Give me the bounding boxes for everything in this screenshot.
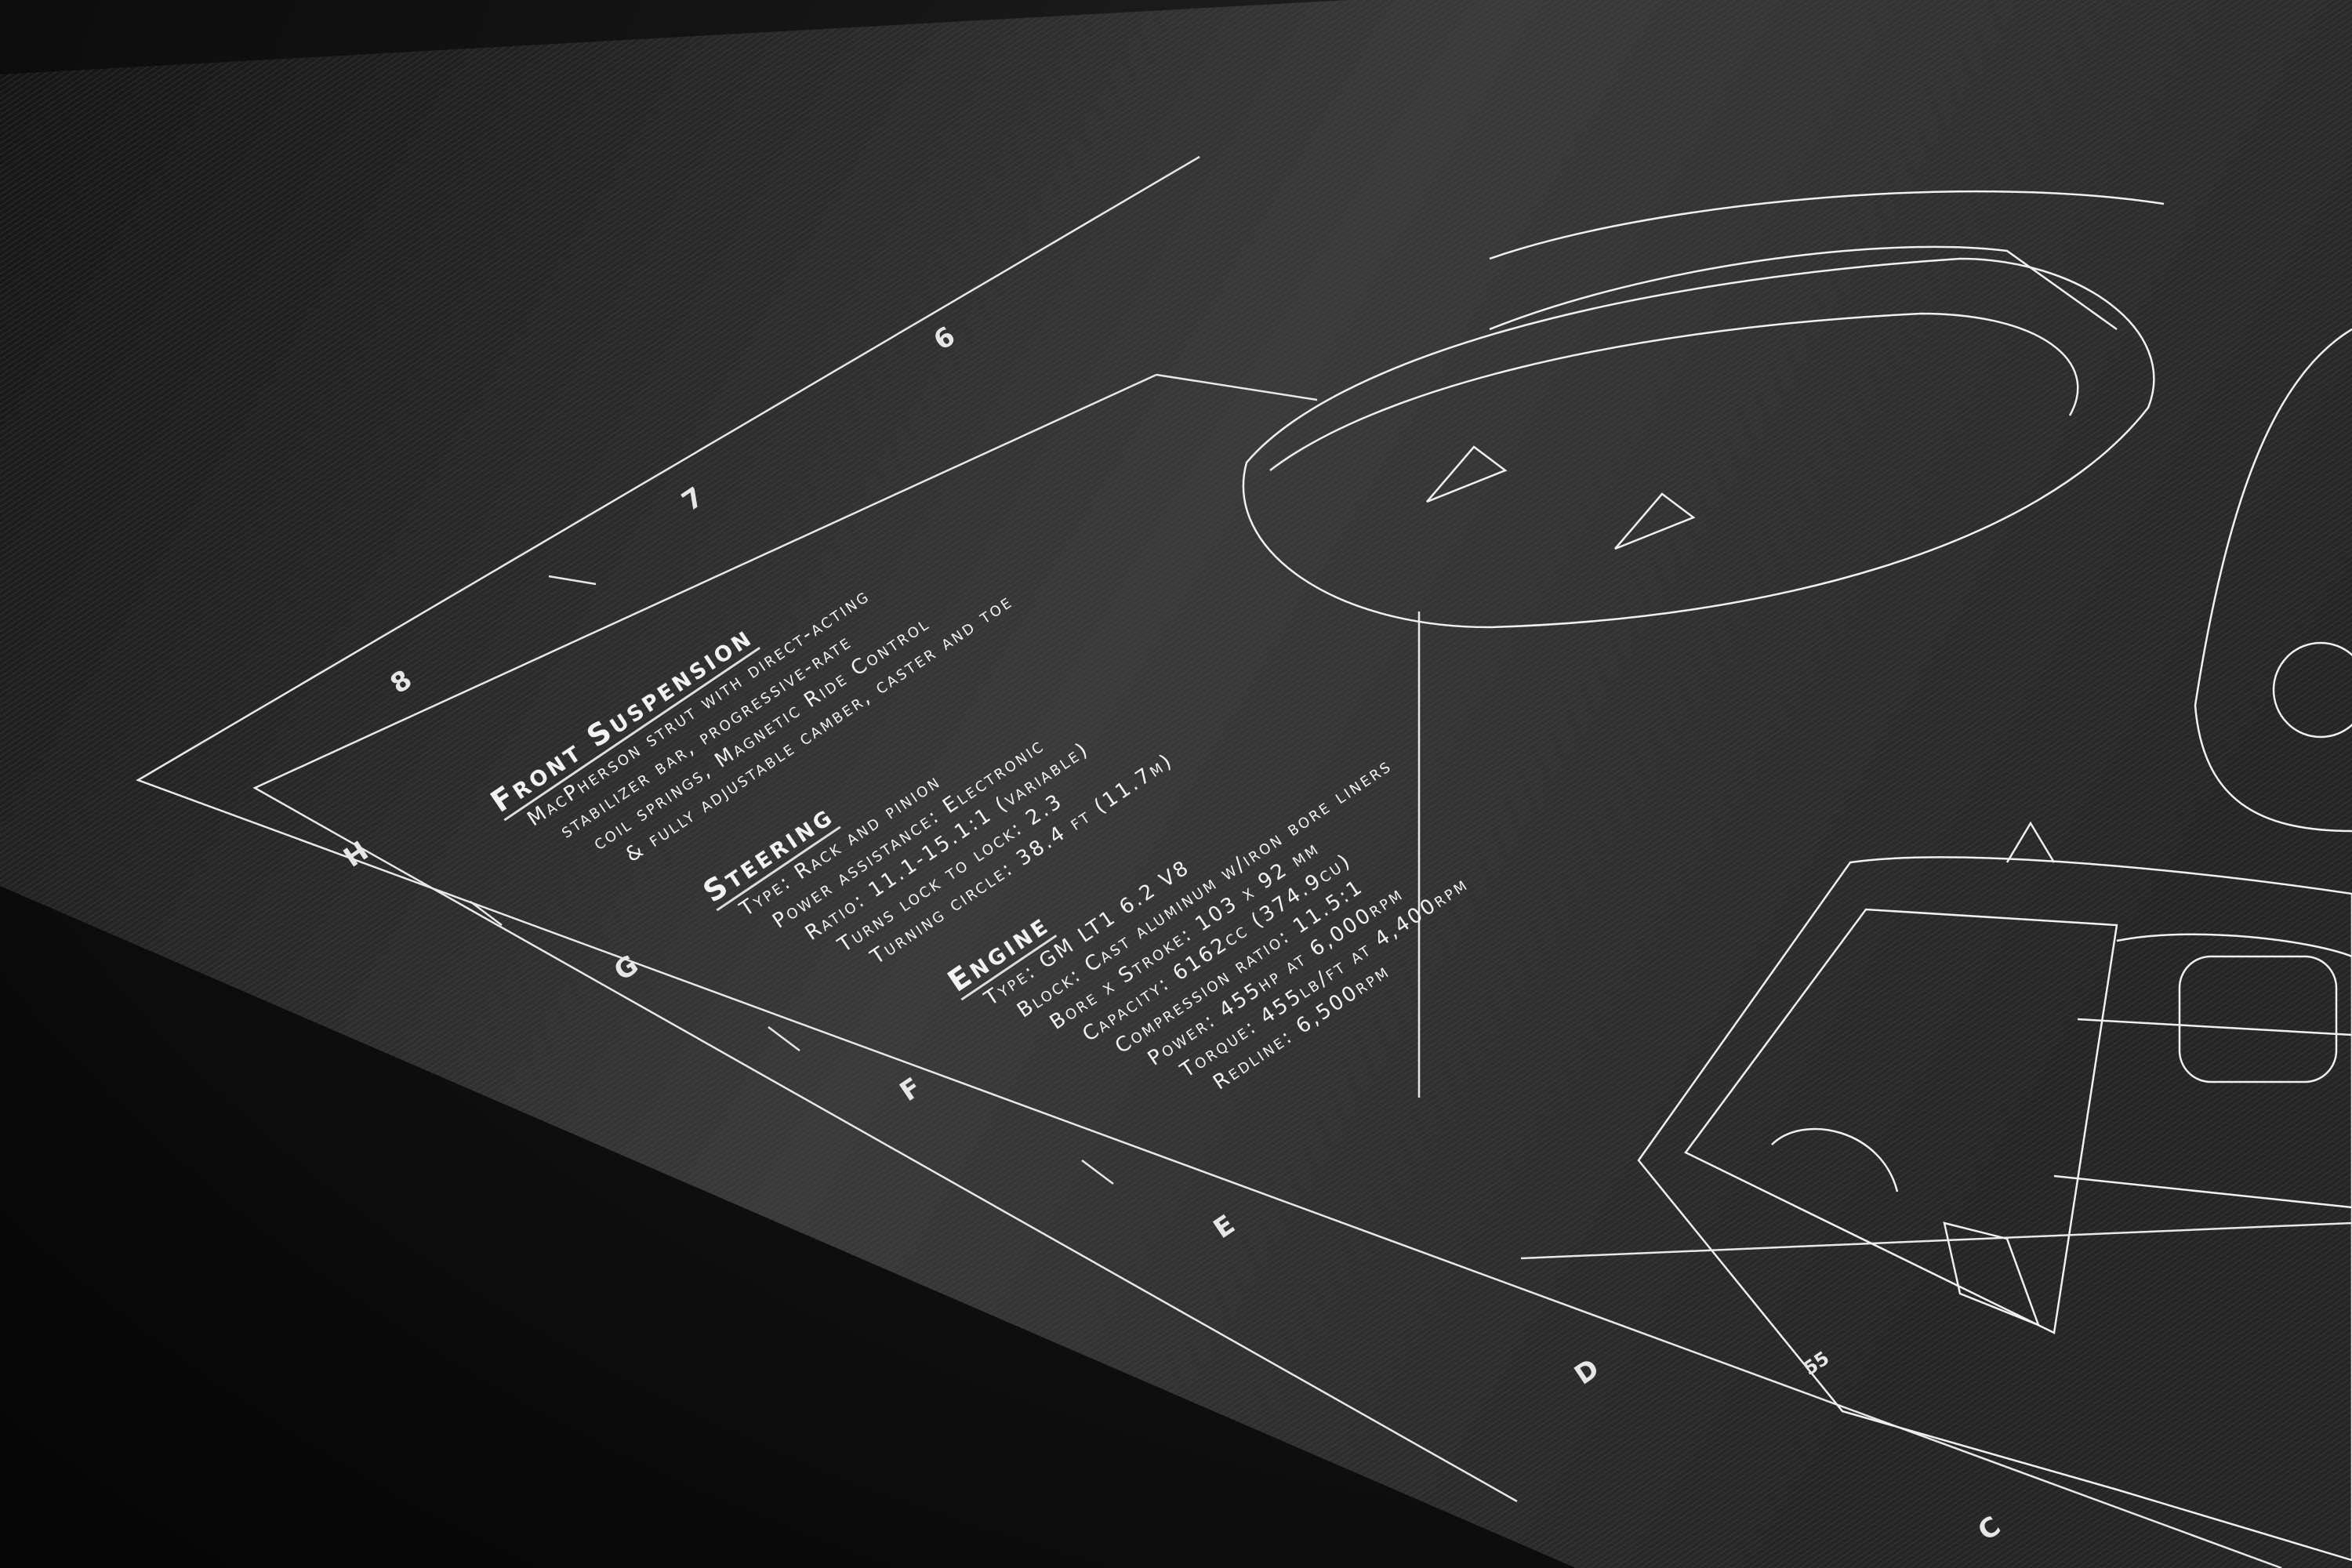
grid-tick (1081, 1160, 1114, 1185)
inner-frame (252, 373, 1518, 1503)
grid-tick (470, 901, 503, 926)
car-top-view-drawing (1242, 190, 2165, 629)
car-front-view-drawing (1637, 821, 2352, 1562)
grid-tick (768, 1026, 800, 1051)
dimension-line (1520, 1221, 2352, 1260)
title-block-line (1156, 373, 1318, 401)
grid-tick (548, 575, 597, 586)
car-rear-view-drawing (2194, 328, 2352, 833)
outer-frame (136, 155, 2282, 1568)
